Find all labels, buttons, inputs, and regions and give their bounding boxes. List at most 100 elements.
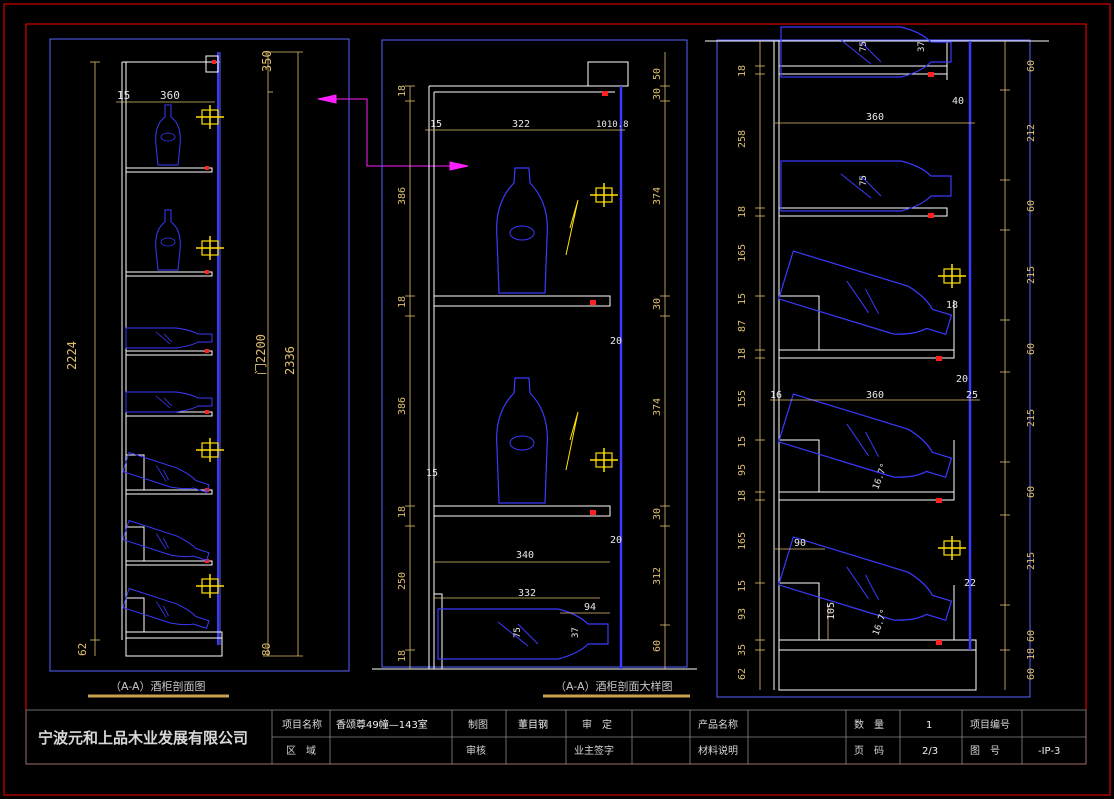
bottle-lying bbox=[125, 327, 213, 349]
dim-text: 94 bbox=[584, 602, 596, 613]
dim-text: 250 bbox=[397, 572, 408, 590]
dim-text: 212 bbox=[1026, 124, 1037, 142]
hinge-icon bbox=[589, 447, 619, 473]
draw-value: 董目钢 bbox=[518, 718, 548, 731]
bottle-upright bbox=[155, 104, 181, 166]
dim-text: 374 bbox=[652, 398, 663, 416]
dim-text: 18 bbox=[737, 490, 748, 502]
dim-text: 60 bbox=[1026, 486, 1037, 498]
dim-text: 15 bbox=[737, 436, 748, 448]
dim-text: 165 bbox=[737, 532, 748, 550]
dim-text: 60 bbox=[1026, 343, 1037, 355]
left-view-frame bbox=[49, 38, 350, 672]
dim-text: 1010.8 bbox=[596, 120, 629, 130]
dim-text: 215 bbox=[1026, 409, 1037, 427]
dim-text: 18 bbox=[1026, 648, 1037, 660]
dim-text: 15 bbox=[430, 119, 442, 130]
right-view-frame bbox=[716, 39, 1031, 698]
page-label: 页 码 bbox=[854, 745, 884, 757]
drawno-label: 图 号 bbox=[970, 745, 1000, 757]
left-section-view: 350 15 360 2224 门2200 2336 62 80 （A-A）酒柜… bbox=[49, 38, 350, 698]
project-label: 项目名称 bbox=[282, 718, 322, 731]
dim-text: 322 bbox=[512, 119, 530, 130]
bottle-upright-large bbox=[496, 377, 548, 504]
dim-text: 30 bbox=[652, 508, 663, 520]
dim-text: 16.7° bbox=[871, 608, 890, 637]
dim-text: 37 bbox=[571, 627, 581, 638]
dim-text: 35 bbox=[737, 644, 748, 656]
dim-text: 60 bbox=[1026, 60, 1037, 72]
dim-text: 60 bbox=[1026, 668, 1037, 680]
dim-text: 350 bbox=[260, 50, 274, 72]
hinge-icon bbox=[937, 535, 967, 561]
dim-text: 40 bbox=[952, 96, 964, 107]
dim-text: 15 bbox=[426, 468, 438, 479]
bottle-tilted bbox=[122, 587, 212, 635]
dim-text: 门2200 bbox=[253, 334, 268, 375]
review-label: 审 定 bbox=[582, 718, 612, 731]
check-label: 审核 bbox=[466, 744, 486, 757]
dim-text: 215 bbox=[1026, 266, 1037, 284]
drawno-value: -IP-3 bbox=[1038, 746, 1060, 757]
dim-text: 165 bbox=[737, 244, 748, 262]
dim-text: 15 bbox=[737, 293, 748, 305]
bottle-upright-large bbox=[496, 167, 548, 294]
dim-text: 60 bbox=[1026, 200, 1037, 212]
dim-text: 30 bbox=[652, 88, 663, 100]
product-label: 产品名称 bbox=[698, 718, 738, 731]
left-view-caption: （A-A）酒柜剖面图 bbox=[110, 679, 206, 693]
dim-text: 75 bbox=[513, 627, 523, 638]
bottle-tilted bbox=[122, 451, 212, 499]
bottle-tilted-large bbox=[778, 250, 957, 350]
dim-text: 18 bbox=[946, 300, 958, 311]
dim-text: 80 bbox=[260, 643, 273, 656]
draw-label: 制图 bbox=[468, 718, 488, 731]
project-value: 香颂尊49幢—143室 bbox=[336, 718, 428, 731]
bottle-lying-large bbox=[437, 608, 609, 660]
dim-text: 360 bbox=[160, 89, 180, 102]
bottle-tilted-large bbox=[778, 536, 957, 636]
dim-text: 374 bbox=[652, 187, 663, 205]
dim-text: 360 bbox=[866, 112, 884, 123]
dim-text: 155 bbox=[737, 390, 748, 408]
dim-text: 18 bbox=[397, 506, 408, 518]
dim-text: 18 bbox=[737, 206, 748, 218]
detail-reference-arrow bbox=[317, 94, 469, 171]
hinge-icon bbox=[937, 263, 967, 289]
title-block bbox=[25, 709, 1087, 765]
dim-text: 62 bbox=[737, 668, 748, 680]
dim-text: 2336 bbox=[283, 346, 297, 375]
dim-text: 25 bbox=[966, 390, 978, 401]
dim-text: 60 bbox=[652, 640, 663, 652]
dim-text: 95 bbox=[737, 464, 748, 476]
bottle-upright bbox=[155, 209, 181, 271]
dim-text: 20 bbox=[610, 336, 622, 347]
qty-value: 1 bbox=[926, 720, 932, 731]
dim-text: 16.7° bbox=[871, 462, 890, 491]
dim-text: 18 bbox=[397, 85, 408, 97]
dim-text: 30 bbox=[652, 298, 663, 310]
dim-text: 20 bbox=[956, 374, 968, 385]
dim-text: 62 bbox=[76, 643, 89, 656]
dim-text: 18 bbox=[397, 296, 408, 308]
dim-text: 93 bbox=[737, 608, 748, 620]
hinge-icon bbox=[589, 182, 619, 208]
dim-text: 60 bbox=[1026, 630, 1037, 642]
dim-text: 75 bbox=[859, 175, 869, 186]
dim-text: 50 bbox=[652, 68, 663, 80]
dim-text: 22 bbox=[964, 578, 976, 589]
material-label: 材料说明 bbox=[698, 744, 738, 757]
middle-detail-view: 50 30 374 30 20 374 30 20 312 60 18 386 … bbox=[372, 39, 697, 698]
right-detail-view: 60 212 60 215 60 215 60 215 60 18 60 18 … bbox=[705, 26, 1049, 698]
page-value: 2/3 bbox=[922, 746, 938, 757]
dim-text: 20 bbox=[610, 535, 622, 546]
dim-text: 18 bbox=[397, 650, 408, 662]
middle-view-caption: （A-A）酒柜剖面大样图 bbox=[555, 679, 673, 693]
owner-label: 业主签字 bbox=[574, 744, 614, 757]
dim-text: 15 bbox=[117, 89, 130, 102]
bottle-tilted-large bbox=[778, 393, 957, 493]
dim-text: 360 bbox=[866, 390, 884, 401]
qty-label: 数 量 bbox=[854, 718, 884, 731]
dim-text: 18 bbox=[737, 348, 748, 360]
